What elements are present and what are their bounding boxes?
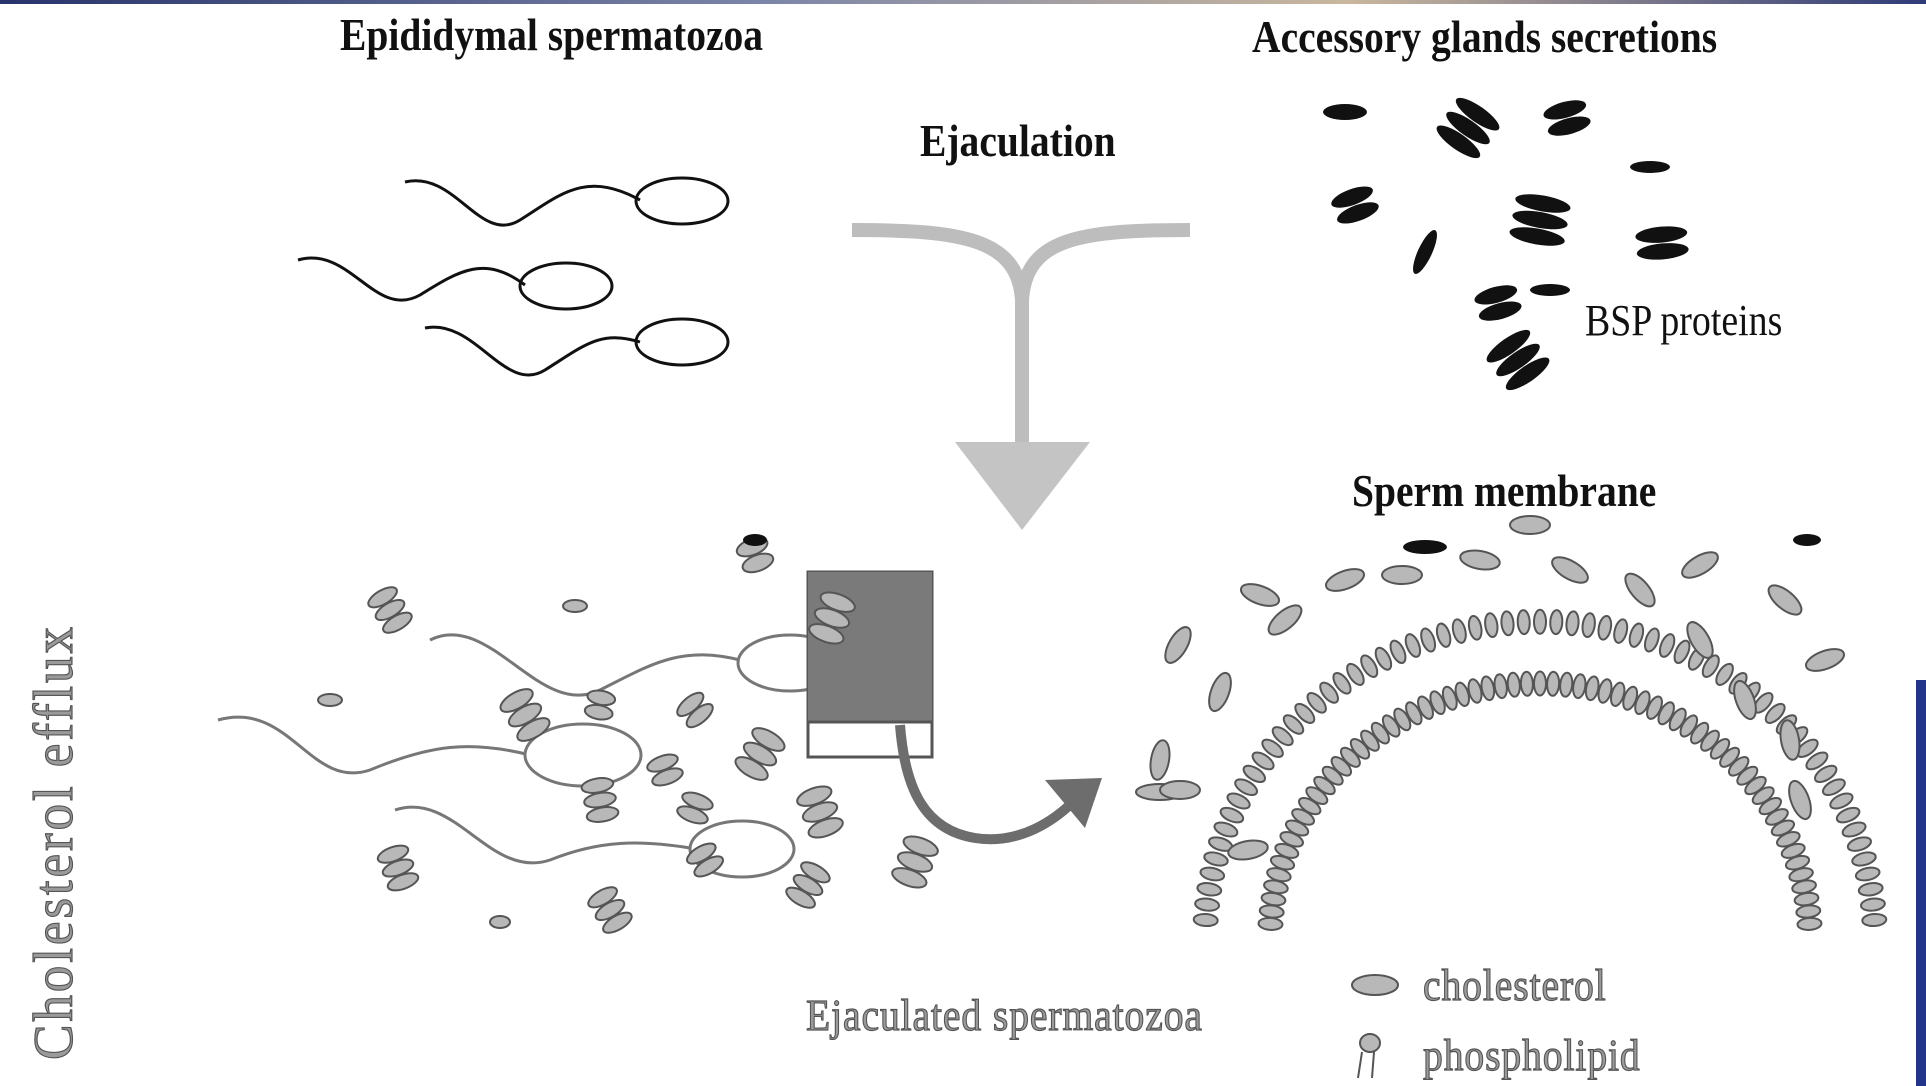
phospholipid [1517, 610, 1530, 635]
accessory-label: Accessory glands secretions [1252, 10, 1717, 63]
phospholipid [1534, 610, 1546, 634]
phospholipid [1796, 904, 1821, 919]
phospholipid [1559, 672, 1573, 697]
cholesterol [1382, 566, 1422, 584]
phospholipid [1520, 672, 1533, 697]
cholesterol [1323, 565, 1367, 596]
cholesterol [1160, 623, 1196, 667]
bsp-protein [1630, 161, 1670, 173]
phospholipid [1627, 622, 1645, 648]
phospholipid [1797, 917, 1822, 930]
bsp-protein [1793, 534, 1821, 546]
phospholipid [1860, 897, 1885, 912]
legend-cholesterol-label: cholesterol [1423, 960, 1607, 1011]
phospholipid [1259, 904, 1284, 919]
phospholipid [1534, 672, 1546, 696]
phospholipid [1851, 850, 1877, 868]
phospholipid [1500, 611, 1514, 636]
phospholipid [1565, 611, 1579, 636]
phospholipid [1195, 897, 1220, 912]
bsp-label: BSP proteins [1585, 295, 1782, 346]
sperm-cell-2 [298, 258, 612, 309]
bsp-protein [1403, 540, 1447, 554]
phospholipid [1418, 627, 1437, 654]
bsp-protein [1635, 224, 1688, 244]
grey-protein [490, 916, 510, 928]
cholesterol [1778, 719, 1803, 762]
phospholipid [1597, 615, 1613, 641]
phospholipid [1199, 866, 1225, 883]
cholesterol [1803, 645, 1847, 676]
cholesterol [1620, 569, 1660, 611]
phospholipid [1484, 612, 1499, 637]
cholesterol [1238, 580, 1282, 611]
cholesterol [1160, 781, 1200, 799]
phospholipid [1846, 835, 1872, 854]
cholesterol [1148, 739, 1173, 782]
phospholipid [1258, 917, 1283, 930]
phospholipid [1862, 913, 1887, 926]
legend-icons [1352, 975, 1398, 1078]
cholesterol [1678, 547, 1722, 583]
phospholipid [1858, 881, 1884, 897]
ejaculated-label: Ejaculated spermatozoa [806, 990, 1203, 1041]
bsp-protein [1530, 284, 1570, 296]
phospholipid [1642, 627, 1661, 654]
ejaculation-arrow [852, 230, 1190, 530]
epididymal-label: Epididymal spermatozoa [340, 8, 763, 61]
ejaculated-sperm-cell-1 [430, 635, 842, 695]
legend-phospholipid-label: phospholipid [1423, 1030, 1641, 1081]
phospholipid [1581, 612, 1596, 637]
phospholipid [1451, 618, 1468, 644]
cholesterol-efflux-label: Cholesterol efflux [22, 624, 86, 1060]
cholesterol [1548, 552, 1592, 588]
cholesterol [1785, 778, 1816, 822]
phospholipid [1203, 850, 1229, 868]
phospholipid [1547, 672, 1560, 697]
bsp-protein [1409, 227, 1442, 276]
phospholipid [1193, 913, 1218, 926]
cholesterol [1764, 580, 1806, 620]
sperm-cell-1 [405, 178, 728, 225]
sperm-cell-3 [425, 319, 728, 375]
bsp-protein-clusters [1323, 93, 1689, 396]
phospholipid [1493, 673, 1508, 698]
sperm-membrane-label: Sperm membrane [1352, 464, 1656, 517]
bsp-protein [1636, 241, 1689, 261]
cholesterol [1227, 838, 1270, 863]
phospholipid-icon [1358, 1034, 1380, 1078]
phospholipid [1507, 672, 1521, 697]
cholesterol [1205, 670, 1236, 714]
phospholipid [1550, 610, 1563, 635]
phospholipid [1196, 881, 1222, 897]
cholesterol [1459, 548, 1502, 573]
ejaculation-label: Ejaculation [920, 114, 1116, 167]
cholesterol-icon [1352, 975, 1398, 995]
phospholipid [1572, 673, 1587, 698]
phospholipid [1434, 622, 1452, 648]
bsp-protein [1323, 104, 1367, 120]
bsp-protein [743, 534, 767, 546]
grey-protein [563, 600, 587, 612]
phospholipid [1855, 866, 1881, 883]
cholesterol [1510, 516, 1550, 534]
phospholipid [1612, 618, 1629, 644]
grey-protein [318, 694, 342, 706]
epididymal-sperm-group [298, 178, 728, 375]
ejaculated-sperm-cell-2 [218, 717, 641, 786]
phospholipid [1467, 615, 1483, 641]
